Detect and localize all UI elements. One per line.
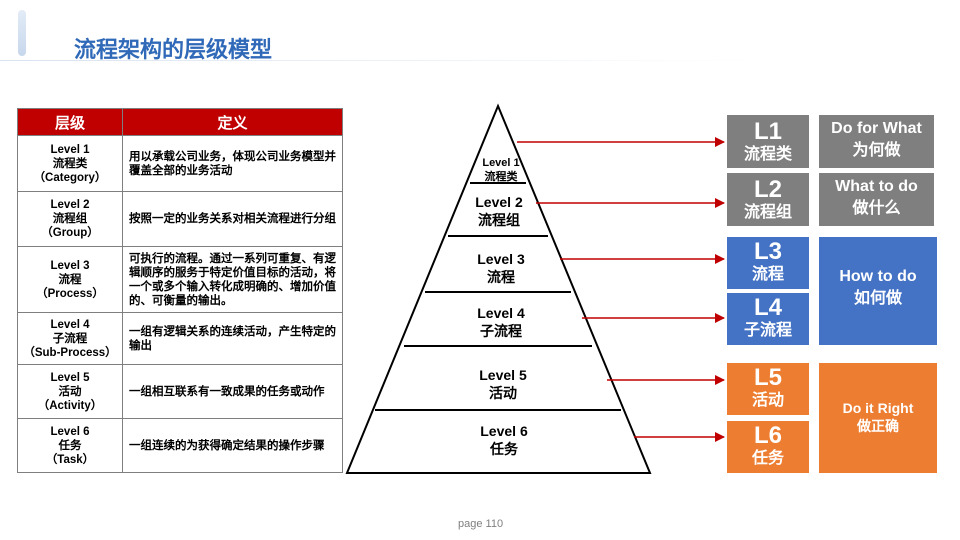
pyramid-label-en: Level 2 xyxy=(475,194,523,210)
desc-box-do-it-right: Do it Right 做正确 xyxy=(819,363,937,473)
level-box-l5: L5 活动 xyxy=(727,363,809,415)
definition-cell: 一组相互联系有一致成果的任务或动作 xyxy=(122,364,343,419)
level-box-l1: L1 流程类 xyxy=(727,115,809,168)
desc-box-do-for-what: Do for What 为何做 xyxy=(819,115,934,168)
pyramid-label-en: Level 1 xyxy=(482,157,519,169)
desc-box-how-to-do: How to do 如何做 xyxy=(819,237,937,345)
definition-cell: 一组有逻辑关系的连续活动，产生特定的输出 xyxy=(122,312,343,365)
definition-cell: 按照一定的业务关系对相关流程进行分组 xyxy=(122,191,343,247)
pyramid-outline xyxy=(345,103,652,474)
pyramid-label-cn: 流程类 xyxy=(485,169,519,183)
title-divider xyxy=(0,60,760,61)
page-title: 流程架构的层级模型 xyxy=(74,37,273,62)
title-accent-bar xyxy=(18,10,26,56)
definition-cell: 一组连续的为获得确定结果的操作步骤 xyxy=(122,418,343,473)
level-box-l4: L4 子流程 xyxy=(727,293,809,345)
pyramid-label-cn: 流程 xyxy=(487,269,515,285)
pyramid-label-cn: 流程组 xyxy=(478,212,520,228)
level-box-l6: L6 任务 xyxy=(727,421,809,473)
pyramid-label-en: Level 5 xyxy=(479,367,527,383)
pyramid-label-en: Level 4 xyxy=(477,305,525,321)
pyramid-label-en: Level 3 xyxy=(477,251,525,267)
pyramid-label-cn: 任务 xyxy=(489,441,519,457)
pyramid-label-cn: 子流程 xyxy=(480,323,522,339)
page-number: page 110 xyxy=(458,518,504,530)
pyramid-label-en: Level 6 xyxy=(480,423,528,439)
desc-box-what-to-do: What to do 做什么 xyxy=(819,173,934,226)
level-box-l3: L3 流程 xyxy=(727,237,809,289)
level-box-l2: L2 流程组 xyxy=(727,173,809,226)
definition-cell: 用以承载公司业务，体现公司业务模型并覆盖全部的业务活动 xyxy=(122,135,343,192)
header-level: 层级 xyxy=(17,108,123,136)
pyramid-label-cn: 活动 xyxy=(489,385,517,401)
definition-cell: 可执行的流程。通过一系列可重复、有逻辑顺序的服务于特定价值目标的活动，将一个或多… xyxy=(122,246,343,313)
table-header-row: 层级 定义 xyxy=(17,108,343,136)
